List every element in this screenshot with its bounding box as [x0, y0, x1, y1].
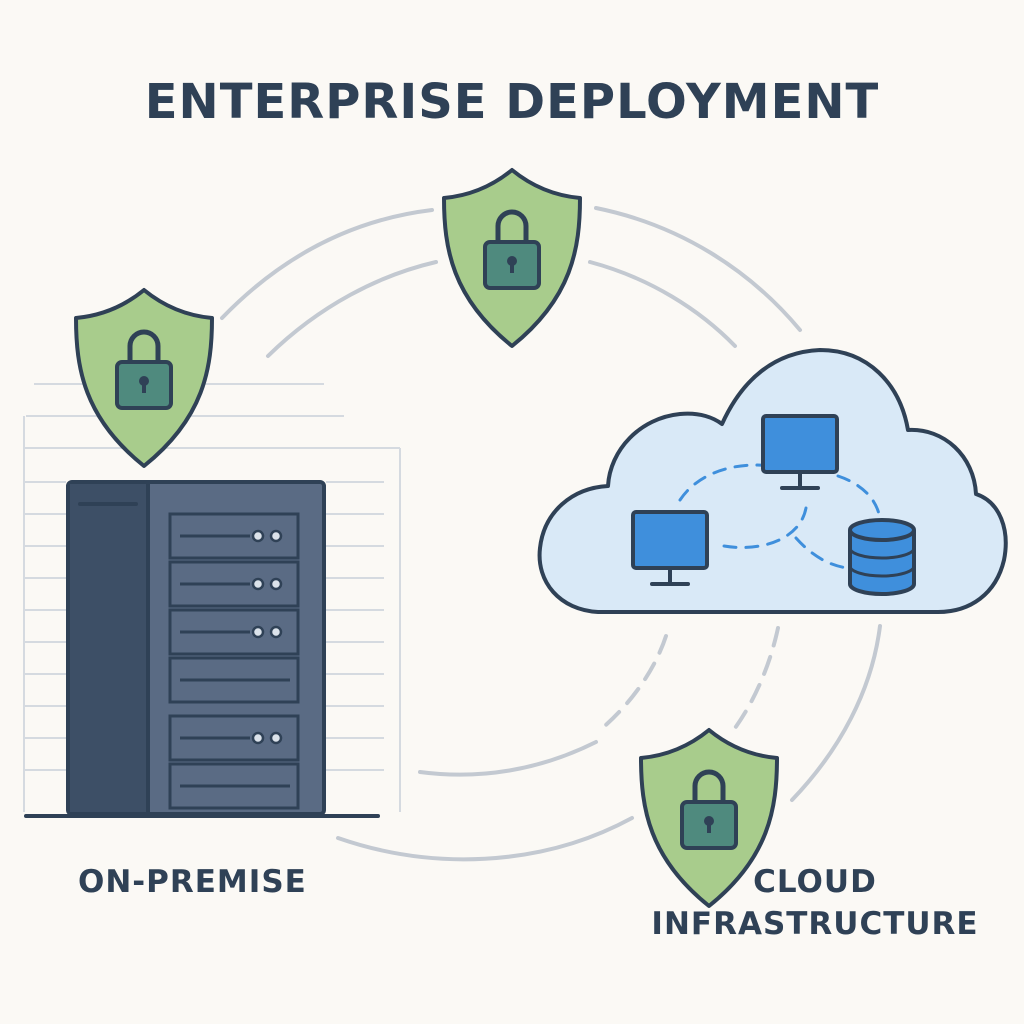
outer-ring-arc-upper-left: [220, 208, 434, 320]
shield-lock-icon: [76, 290, 212, 466]
server-unit-4: [168, 656, 300, 704]
server-unit-1: [168, 512, 300, 560]
shield-lock-icon: [444, 170, 580, 346]
server-unit-5: [168, 714, 300, 762]
connector-rings: [220, 206, 882, 862]
cloud-icon: [537, 348, 1008, 614]
cloud-label-line-1: CLOUD: [753, 864, 877, 900]
cloud-label-line-2: INFRASTRUCTURE: [651, 906, 979, 942]
cloud-link-3: [722, 506, 808, 549]
outer-ring-arc-bottom: [336, 816, 634, 862]
diagram-title: ENTERPRISE DEPLOYMENT: [144, 74, 880, 130]
cloud-link-2: [836, 474, 882, 522]
inner-ring-arc-upper-right: [588, 260, 737, 348]
server-unit-2: [168, 560, 300, 608]
server-unit-6: [168, 762, 300, 810]
cloud-link-4: [794, 536, 850, 570]
inner-ring-arc-bottom: [418, 740, 598, 777]
dashed-link-left: [598, 634, 668, 732]
dashed-link-right: [733, 626, 780, 730]
cloud-link-1: [678, 463, 772, 502]
outer-ring-arc-upper-right: [594, 206, 802, 332]
on-premise-label: ON-PREMISE: [78, 864, 307, 900]
server-unit-3: [168, 608, 300, 656]
database-icon: [848, 518, 916, 596]
server-rack-icon: [24, 480, 380, 818]
outer-ring-arc-right: [790, 624, 882, 802]
inner-ring-arc-upper-left: [266, 260, 438, 358]
